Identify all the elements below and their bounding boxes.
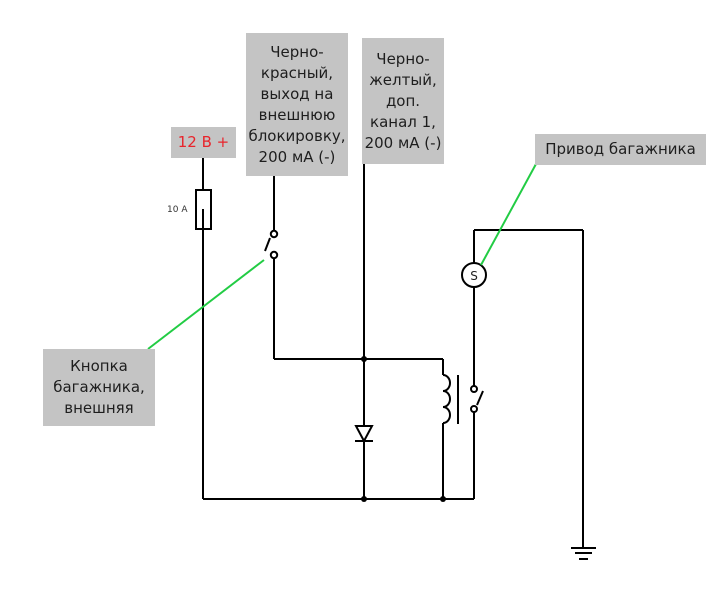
relay-contact-bottom	[470, 405, 478, 413]
relay-coil	[442, 374, 451, 424]
relay-lever	[476, 390, 484, 406]
diode-triangle	[354, 425, 374, 444]
power-label: 12 В +	[171, 127, 236, 158]
junction-dot	[361, 356, 367, 362]
relay-contact-top	[470, 385, 478, 393]
pointer-trunk-drive	[480, 163, 537, 266]
trunk-drive-label: Привод багажника	[535, 134, 706, 165]
fuse-rating-label: 10 А	[167, 205, 188, 215]
pointer-trunk-button	[147, 259, 265, 350]
trunk-button-label: Кнопка багажника, внешняя	[43, 349, 155, 426]
junction-dot	[361, 496, 367, 502]
motor-symbol-label: S	[470, 269, 478, 283]
junction-dot	[440, 496, 446, 502]
button-contact-bottom	[269, 250, 279, 260]
black-red-wire-label: Черно- красный, выход на внешнюю блокиро…	[246, 33, 348, 176]
black-yellow-wire-label: Черно- желтый, доп. канал 1, 200 мА (-)	[362, 38, 444, 164]
button-lever	[264, 237, 271, 252]
button-contact-top	[269, 229, 279, 239]
